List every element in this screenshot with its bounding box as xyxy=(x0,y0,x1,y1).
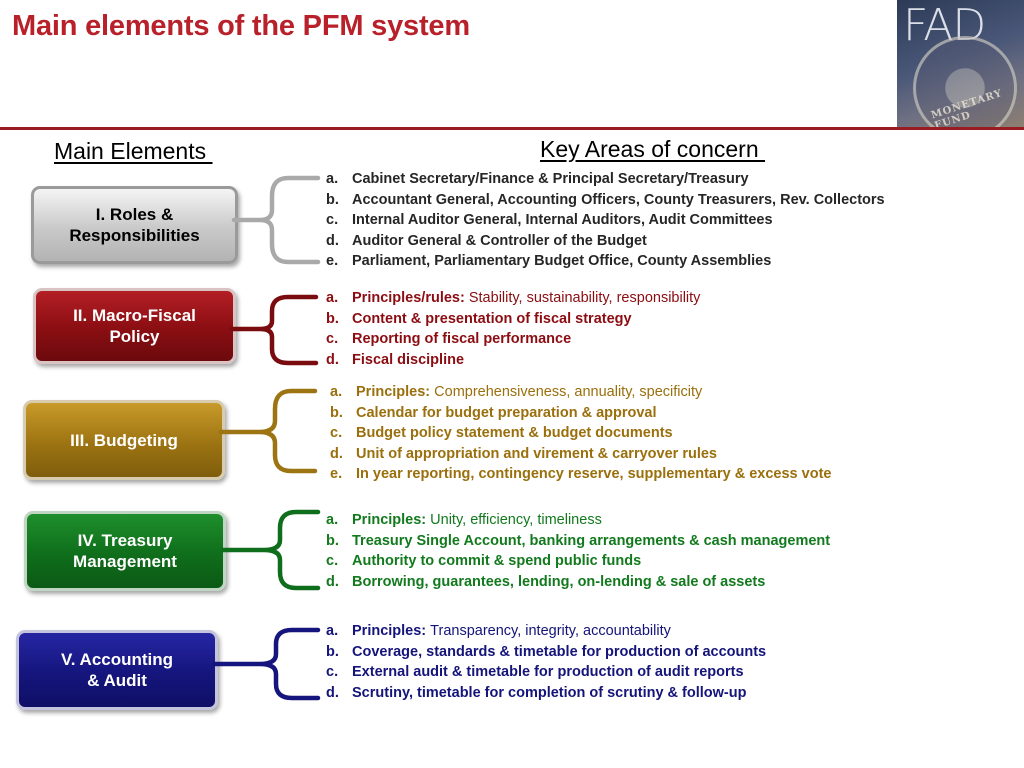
element-label-line: V. Accounting xyxy=(60,650,174,669)
element-label-line: II. Macro-Fiscal xyxy=(73,306,196,325)
element-box-treasury: IV. Treasury Management xyxy=(24,511,226,591)
list-item: c.Authority to commit & spend public fun… xyxy=(326,553,642,569)
list-item: b.Calendar for budget preparation & appr… xyxy=(330,404,657,421)
list-item: d.Scrutiny, timetable for completion of … xyxy=(326,684,747,701)
element-box-accounting: V. Accounting & Audit xyxy=(16,630,218,710)
element-label-line: Policy xyxy=(109,327,160,346)
title-divider xyxy=(0,127,1024,130)
list-item: d.Auditor General & Controller of the Bu… xyxy=(326,232,647,249)
brace-budgeting xyxy=(218,388,318,474)
key-areas-list-treasury: a.Principles: Unity, efficiency, timelin… xyxy=(326,510,830,592)
key-areas-list-roles: a.Cabinet Secretary/Finance & Principal … xyxy=(326,169,885,272)
list-item: d.Unit of appropriation and virement & c… xyxy=(330,445,717,462)
list-item: a.Cabinet Secretary/Finance & Principal … xyxy=(326,171,749,187)
list-item: b.Accountant General, Accounting Officer… xyxy=(326,191,885,208)
element-box-roles: I. Roles & Responsibilities xyxy=(31,186,238,264)
brace-treasury xyxy=(219,509,321,591)
list-item: a.Principles: Comprehensiveness, annuali… xyxy=(330,384,703,400)
brace-roles xyxy=(231,175,321,265)
list-item: a.Principles: Unity, efficiency, timelin… xyxy=(326,512,602,528)
element-label-line: I. Roles & xyxy=(95,205,174,224)
element-label-line: III. Budgeting xyxy=(70,430,178,450)
list-item: c.Reporting of fiscal performance xyxy=(326,331,572,347)
key-areas-list-budgeting: a.Principles: Comprehensiveness, annuali… xyxy=(330,382,831,485)
main-elements-header: Main Elements xyxy=(54,138,213,164)
list-item: c.Budget policy statement & budget docum… xyxy=(330,425,673,441)
brace-macro-fiscal xyxy=(229,294,319,366)
list-item: b.Coverage, standards & timetable for pr… xyxy=(326,643,767,660)
element-label-line: IV. Treasury xyxy=(77,531,173,550)
list-item: e.In year reporting, contingency reserve… xyxy=(330,466,832,482)
brace-accounting xyxy=(211,627,321,701)
list-item: a.Principles: Transparency, integrity, a… xyxy=(326,623,671,639)
key-areas-header: Key Areas of concern xyxy=(540,136,766,162)
list-item: c.External audit & timetable for product… xyxy=(326,664,744,680)
list-item: a.Principles/rules: Stability, sustainab… xyxy=(326,290,701,306)
element-box-macro-fiscal: II. Macro-Fiscal Policy xyxy=(33,288,236,364)
element-box-budgeting: III. Budgeting xyxy=(23,400,225,480)
element-label-line: Responsibilities xyxy=(69,226,200,245)
list-item: d.Fiscal discipline xyxy=(326,351,465,368)
list-item: b.Content & presentation of fiscal strat… xyxy=(326,310,632,327)
element-label-line: & Audit xyxy=(87,671,147,690)
page-title: Main elements of the PFM system xyxy=(12,10,470,42)
imf-seal-icon xyxy=(913,36,1017,127)
list-item: c.Internal Auditor General, Internal Aud… xyxy=(326,212,773,228)
element-label-line: Management xyxy=(73,552,177,571)
fad-logo: FAD MONETARY FUND xyxy=(897,0,1024,127)
list-item: b.Treasury Single Account, banking arran… xyxy=(326,532,831,549)
key-areas-list-accounting: a.Principles: Transparency, integrity, a… xyxy=(326,621,766,703)
list-item: d.Borrowing, guarantees, lending, on-len… xyxy=(326,573,766,590)
list-item: e.Parliament, Parliamentary Budget Offic… xyxy=(326,253,772,269)
key-areas-list-macro-fiscal: a.Principles/rules: Stability, sustainab… xyxy=(326,288,700,370)
